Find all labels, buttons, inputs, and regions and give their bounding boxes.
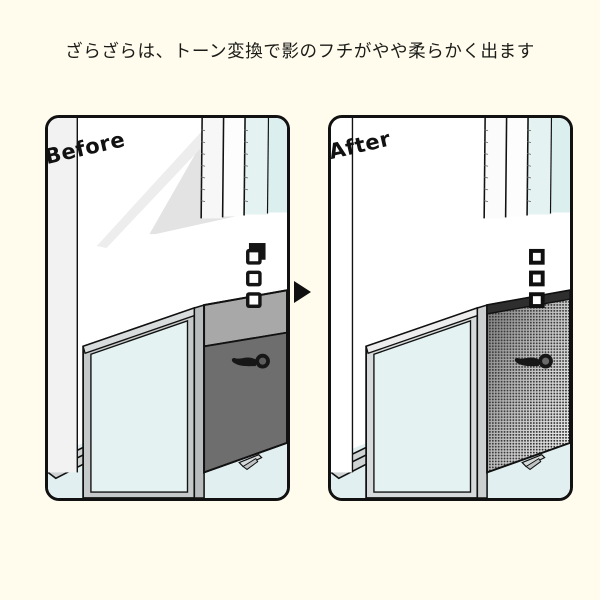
right-triangle-arrow-icon — [294, 281, 311, 303]
page-title: ざらざらは、トーン変換で影のフチがやや柔らかく出ます — [65, 41, 535, 61]
before-door-stopper — [238, 453, 263, 471]
after-panel — [328, 115, 573, 501]
after-door — [486, 289, 570, 474]
before-scene — [48, 118, 287, 498]
after-door-stopper — [521, 453, 546, 471]
after-door-handle — [514, 353, 553, 369]
before-door-handle — [231, 353, 270, 369]
before-door-plates — [246, 248, 262, 308]
after-scene — [331, 118, 570, 498]
before-panel — [45, 115, 290, 501]
after-door-plates — [529, 248, 545, 308]
